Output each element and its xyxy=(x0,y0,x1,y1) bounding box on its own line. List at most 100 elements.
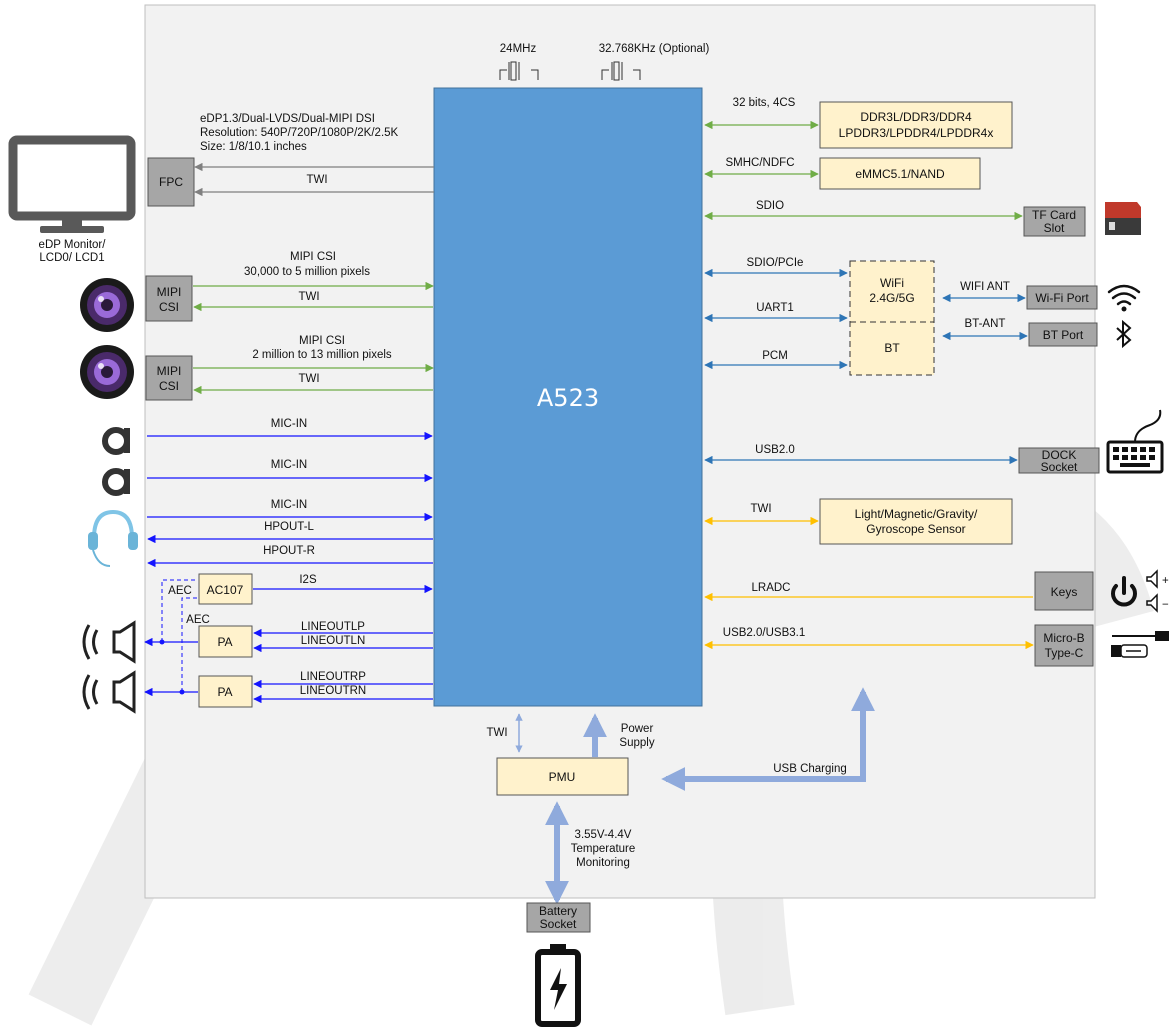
dock-line2: Socket xyxy=(1041,460,1078,474)
memory-box xyxy=(819,101,1013,149)
pmu-twi-label: TWI xyxy=(486,727,507,739)
sensor-line2: Gyroscope Sensor xyxy=(866,522,965,536)
lineout-rn-label: LINEOUTRN xyxy=(300,685,366,697)
pa-box-2 xyxy=(198,675,253,708)
mipi-csi-box-2-line2: CSI xyxy=(159,379,179,393)
usb-charging-arrow xyxy=(661,687,875,791)
clock-32khz-label: 32.768KHz (Optional) xyxy=(599,43,710,55)
junction-dot xyxy=(179,689,185,695)
battery-temp-line1: Temperature xyxy=(571,843,636,855)
sdcard-bus-label: SDIO xyxy=(756,200,784,212)
camera1-twi-label: TWI xyxy=(298,291,319,303)
camera1-title: MIPI CSI xyxy=(290,251,336,263)
sensor-box xyxy=(819,498,1013,545)
mipi-csi-box-1 xyxy=(145,275,193,322)
power-supply-line2: Supply xyxy=(619,737,654,749)
uart1-label: UART1 xyxy=(756,302,794,314)
fpc-label: FPC xyxy=(159,175,183,189)
lineout-lp-label: LINEOUTLP xyxy=(301,621,365,633)
wifi-line1: WiFi xyxy=(880,276,904,290)
power-supply-line1: Power xyxy=(621,723,654,735)
i2s-label: I2S xyxy=(299,574,317,586)
sdio-pcie-label: SDIO/PCIe xyxy=(747,257,804,269)
wifi-ant-label: WIFI ANT xyxy=(960,281,1010,293)
fpc-connector xyxy=(147,157,195,207)
usb-port-line1: Micro-B xyxy=(1043,631,1084,645)
monitor-label-line1: eDP Monitor/ xyxy=(39,239,107,251)
memory-line2: LPDDR3/LPDDR4/LPDDR4x xyxy=(839,126,994,140)
battery-range-label: 3.55V-4.4V xyxy=(575,829,632,841)
battery-socket-line2: Socket xyxy=(540,917,577,931)
keys-box xyxy=(1034,571,1094,611)
sensor-line1: Light/Magnetic/Gravity/ xyxy=(855,507,978,521)
sensor-bus-label: TWI xyxy=(750,503,771,515)
lineout-rp-label: LINEOUTRP xyxy=(300,671,366,683)
crystal-24mhz-icon xyxy=(499,61,539,81)
sd-card-icon xyxy=(1105,202,1141,235)
pa-label-1: PA xyxy=(217,635,232,649)
bluetooth-icon xyxy=(1116,319,1132,349)
aec-feedback-lines xyxy=(161,579,198,692)
battery-temp-line2: Monitoring xyxy=(576,857,630,869)
headset-icon xyxy=(88,509,138,567)
pmu-label: PMU xyxy=(549,770,576,784)
crystal-32khz-icon xyxy=(601,61,641,81)
aec-label-2: AEC xyxy=(186,614,210,626)
wifi-icon-dot xyxy=(1121,306,1127,312)
mipi-csi-box-2 xyxy=(145,355,193,401)
soc-name: A523 xyxy=(537,384,599,412)
display-interface-label: eDP1.3/Dual-LVDS/Dual-MIPI DSI xyxy=(200,113,375,125)
bt-ant-label: BT-ANT xyxy=(965,318,1006,330)
mipi-csi-box-1-line1: MIPI xyxy=(157,285,182,299)
hpout-l-label: HPOUT-L xyxy=(264,521,314,533)
junction-dot xyxy=(159,639,165,645)
volume-down-label: − xyxy=(1162,599,1169,611)
clock-24mhz-label: 24MHz xyxy=(500,43,537,55)
camera-lens-icon xyxy=(80,345,134,399)
usb-cable-icon xyxy=(1111,631,1169,658)
camera2-subtitle: 2 million to 13 million pixels xyxy=(252,349,392,361)
soc-block xyxy=(433,87,703,707)
storage-bus-label: SMHC/NDFC xyxy=(726,157,795,169)
power-icon xyxy=(1111,576,1137,607)
ac107-label: AC107 xyxy=(207,583,244,597)
storage-box xyxy=(819,157,981,190)
dock-line1: DOCK xyxy=(1042,448,1077,462)
wifi-icon xyxy=(1107,284,1141,306)
camera-lens-icon xyxy=(80,278,134,332)
memory-line1: DDR3L/DDR3/DDR4 xyxy=(860,110,972,124)
bt-port-label: BT Port xyxy=(1043,328,1084,342)
sdcard-slot-box xyxy=(1023,206,1086,237)
keys-bus-label: LRADC xyxy=(752,582,791,594)
battery-socket-box xyxy=(526,902,591,933)
battery-socket-line1: Battery xyxy=(539,904,577,918)
mic2-label: MIC-IN xyxy=(271,459,307,471)
pa-label-2: PA xyxy=(217,685,232,699)
keyboard-icon xyxy=(1106,409,1164,474)
camera1-subtitle: 30,000 to 5 million pixels xyxy=(244,266,370,278)
bt-port-box xyxy=(1028,322,1098,347)
mipi-csi-box-2-line1: MIPI xyxy=(157,364,182,378)
usb-port-line2: Type-C xyxy=(1045,646,1084,660)
bt-label: BT xyxy=(884,341,900,355)
usb-charging-label: USB Charging xyxy=(773,763,847,775)
keys-label: Keys xyxy=(1051,585,1078,599)
camera2-title: MIPI CSI xyxy=(299,335,345,347)
usb-port-bus-label: USB2.0/USB3.1 xyxy=(723,627,805,639)
pcm-label: PCM xyxy=(762,350,788,362)
sdcard-line2: Slot xyxy=(1044,221,1065,235)
pa-box-1 xyxy=(198,625,253,658)
monitor-icon xyxy=(8,135,136,233)
usb-port-box xyxy=(1034,624,1094,667)
sdcard-line1: TF Card xyxy=(1032,208,1076,222)
hpout-r-label: HPOUT-R xyxy=(263,545,315,557)
mic1-label: MIC-IN xyxy=(271,418,307,430)
display-size-label: Size: 1/8/10.1 inches xyxy=(200,141,307,153)
speaker-icon xyxy=(82,670,136,714)
storage-label: eMMC5.1/NAND xyxy=(855,167,945,181)
volume-up-label: + xyxy=(1162,575,1169,587)
battery-icon xyxy=(535,944,581,1027)
camera2-twi-label: TWI xyxy=(298,373,319,385)
speaker-icon xyxy=(82,620,136,664)
